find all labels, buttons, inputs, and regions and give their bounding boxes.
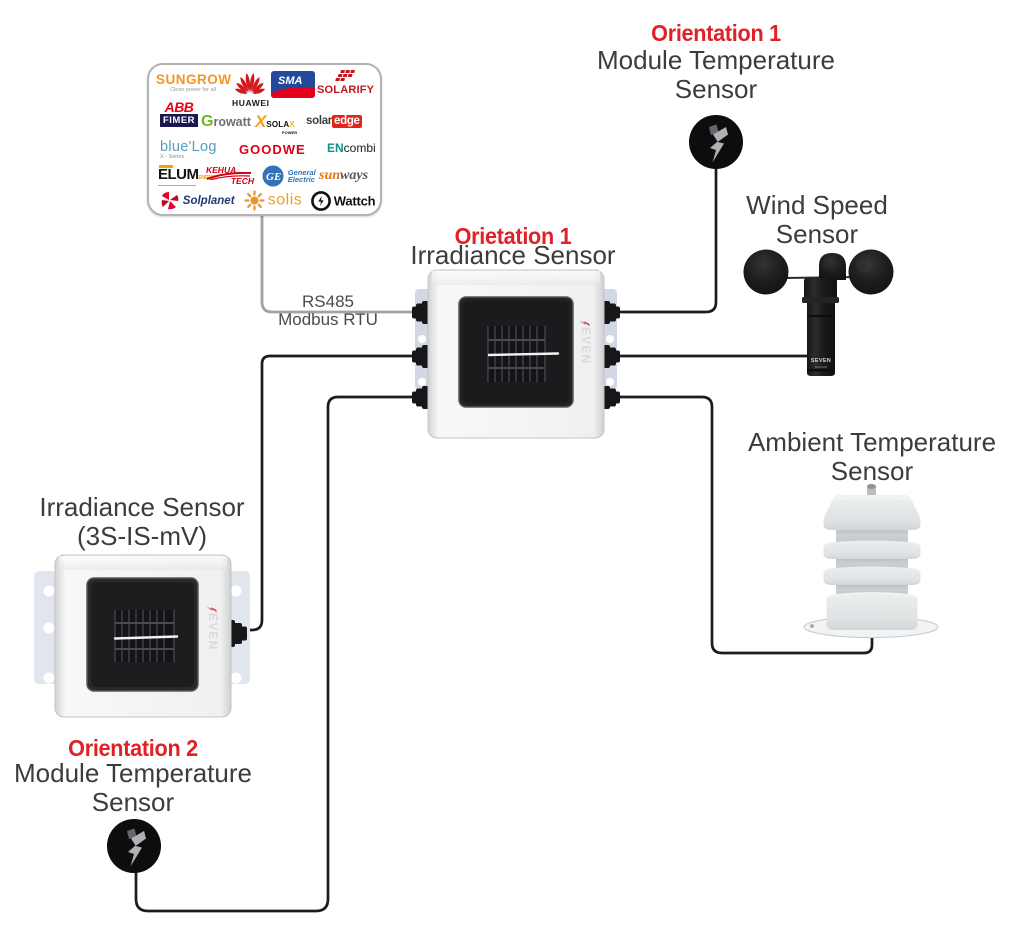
svg-text:SEVEN: SEVEN <box>811 358 831 364</box>
svg-text:GE: GE <box>266 171 281 183</box>
svg-text:SMA: SMA <box>278 75 303 87</box>
svg-text:EVEN: EVEN <box>206 613 220 650</box>
svg-text:EVEN: EVEN <box>579 327 593 364</box>
svg-text:SENSOR: SENSOR <box>815 365 829 369</box>
